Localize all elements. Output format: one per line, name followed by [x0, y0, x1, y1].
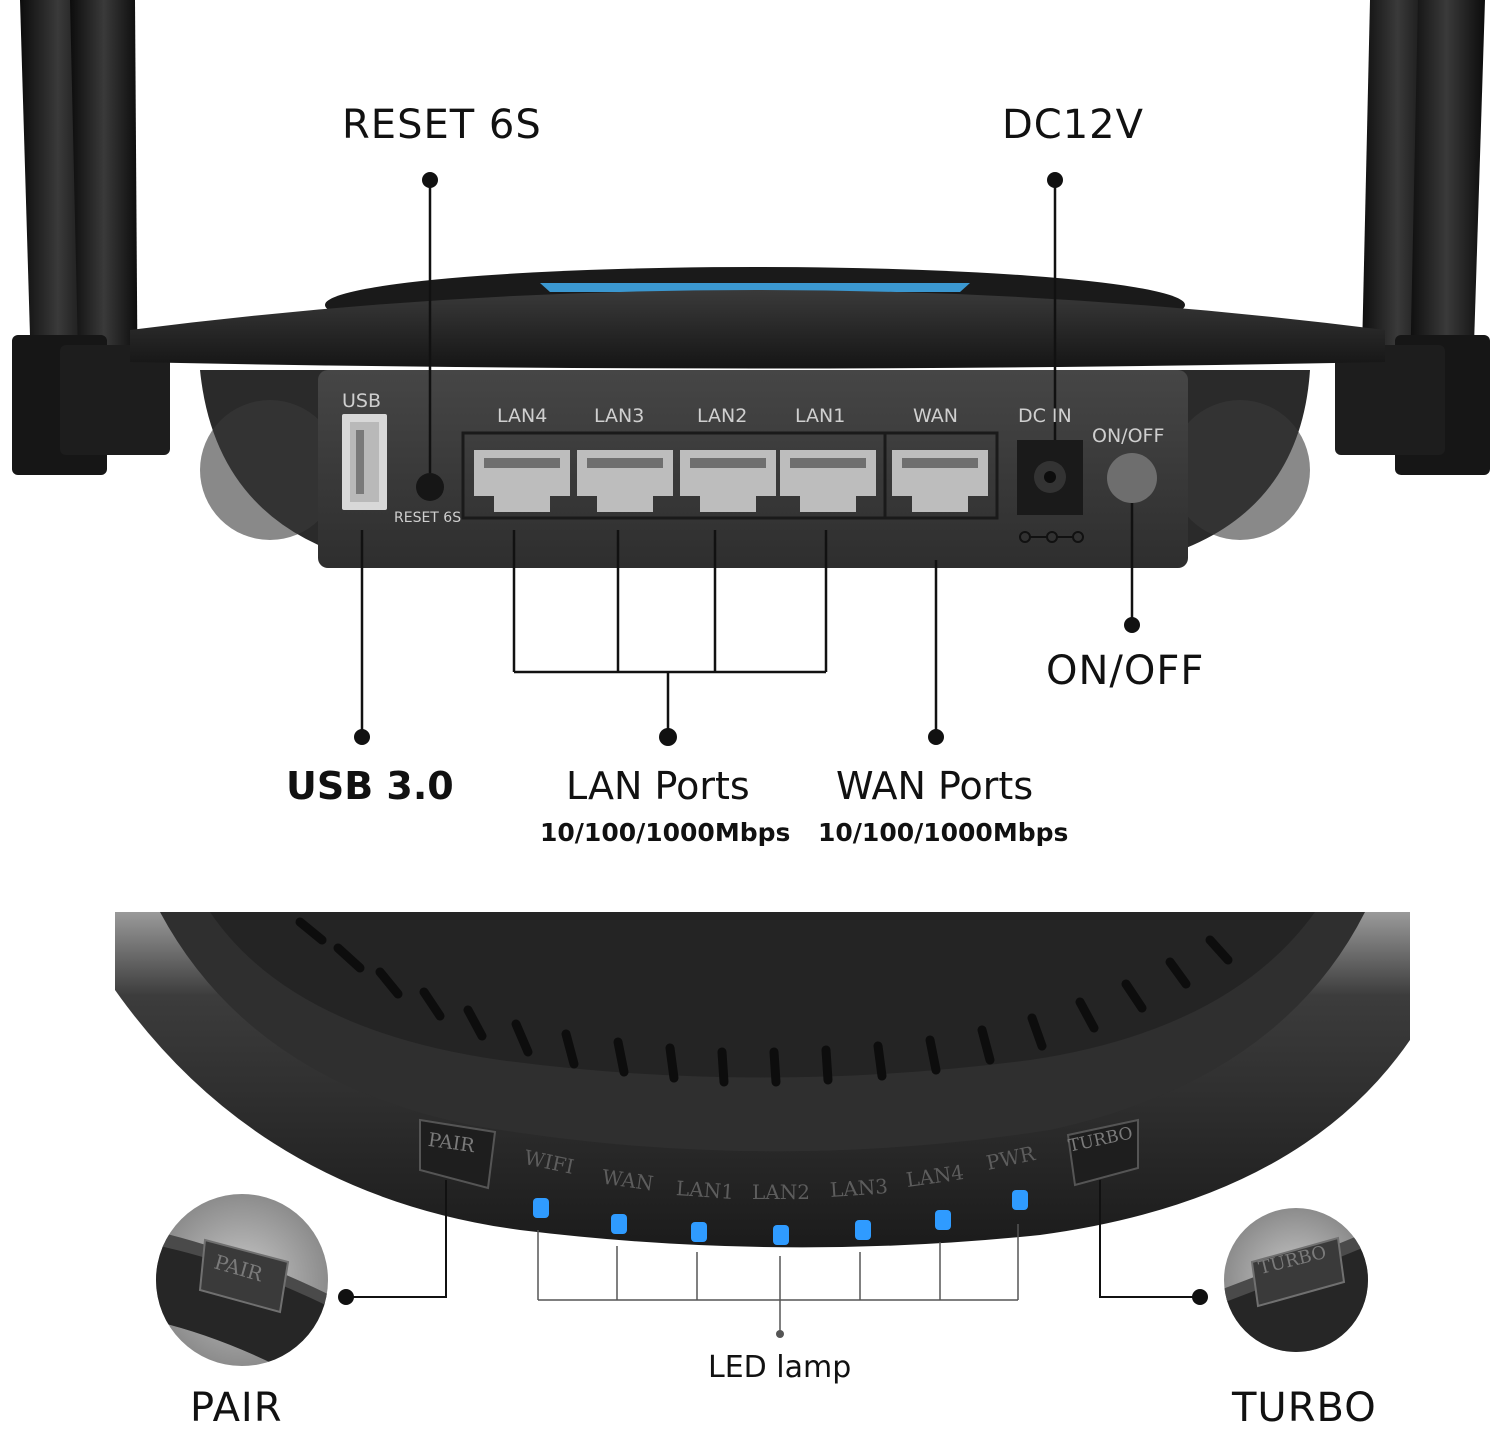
- led-label-lan2: LAN2: [752, 1180, 810, 1204]
- reset-callout-label: RESET 6S: [342, 102, 542, 148]
- reset-button: [416, 473, 444, 501]
- panel-label-lan1: LAN1: [795, 405, 846, 427]
- panel-label-lan4: LAN4: [497, 405, 548, 427]
- dc-jack: [1017, 440, 1084, 543]
- usb-callout-label: USB 3.0: [286, 764, 454, 808]
- led-lamp-label: LED lamp: [708, 1350, 852, 1385]
- led-label-lan3: LAN3: [829, 1174, 889, 1202]
- onoff-callout-label: ON/OFF: [1046, 648, 1205, 694]
- lan-callout-title: LAN Ports: [566, 764, 750, 808]
- router-top-shell: [130, 267, 1385, 369]
- ethernet-ports: [461, 431, 999, 520]
- dc-callout-label: DC12V: [1002, 102, 1144, 148]
- panel-label-onoff: ON/OFF: [1092, 425, 1165, 447]
- panel-label-lan3: LAN3: [594, 405, 645, 427]
- callout-lines-top: [360, 180, 1134, 737]
- turbo-callout-label: TURBO: [1232, 1385, 1377, 1431]
- button-callout-lines: [346, 1180, 1200, 1298]
- antenna-left: [12, 0, 170, 475]
- led-label-lan1: LAN1: [675, 1176, 735, 1204]
- vent-slots: [295, 917, 1233, 1087]
- usb-port: [342, 414, 387, 510]
- wan-callout-title: WAN Ports: [836, 764, 1034, 808]
- panel-label-lan2: LAN2: [697, 405, 748, 427]
- lan-callout-speed: 10/100/1000Mbps: [540, 818, 791, 847]
- led-lights: [533, 1190, 1028, 1245]
- antenna-right: [1335, 0, 1490, 475]
- led-callout-lines: [537, 1224, 1019, 1334]
- callout-dots-top: [354, 172, 1140, 746]
- power-switch: [1107, 453, 1157, 503]
- wan-callout-speed: 10/100/1000Mbps: [818, 818, 1069, 847]
- front-buttons: [419, 1118, 1139, 1190]
- panel-label-dcin: DC IN: [1018, 405, 1072, 427]
- panel-label-reset: RESET 6S: [394, 510, 462, 526]
- panel-label-wan: WAN: [913, 405, 958, 427]
- pair-callout-label: PAIR: [190, 1385, 283, 1431]
- turbo-zoom: [1224, 1208, 1368, 1352]
- panel-label-usb: USB: [342, 390, 382, 412]
- pair-zoom: [156, 1194, 328, 1366]
